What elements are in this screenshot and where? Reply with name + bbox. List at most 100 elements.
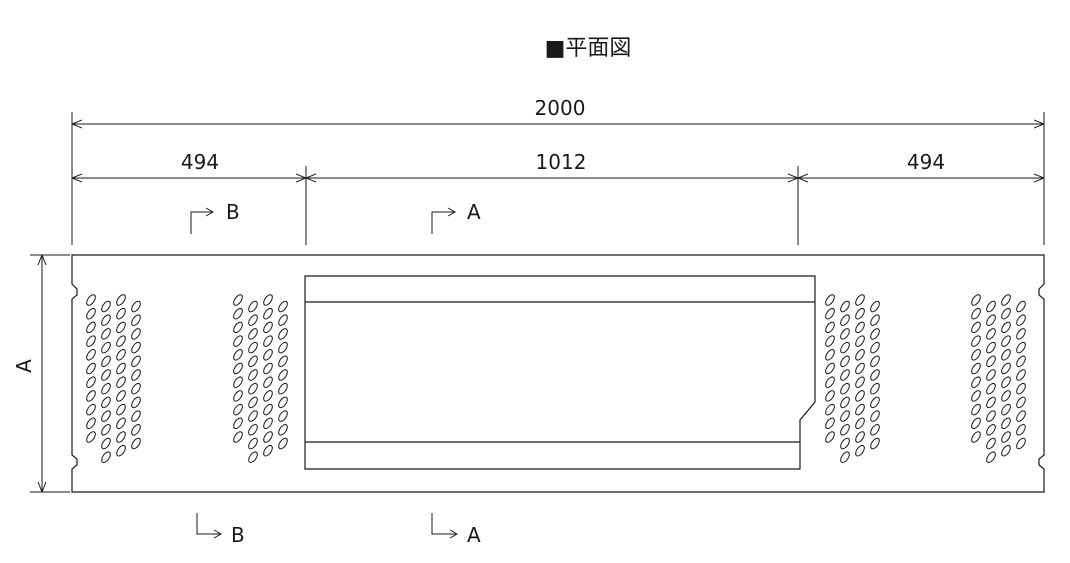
hole (869, 300, 881, 314)
hole (262, 321, 274, 335)
hole (1015, 382, 1027, 396)
hole (247, 382, 259, 396)
hole (970, 403, 982, 417)
hole (262, 417, 274, 431)
hole (262, 334, 274, 348)
hole (85, 307, 97, 321)
hole (130, 300, 142, 314)
hole (115, 362, 127, 376)
hole (232, 375, 244, 389)
hole (262, 375, 274, 389)
hole (232, 321, 244, 335)
hole (1015, 396, 1027, 410)
section-mark-b-top (191, 208, 213, 234)
hole (869, 355, 881, 369)
hole (262, 430, 274, 444)
hole (100, 409, 112, 423)
section-label-b-top: B (226, 200, 240, 224)
hole (970, 334, 982, 348)
hole (854, 430, 866, 444)
hole (1015, 327, 1027, 341)
hole (100, 368, 112, 382)
hole (824, 430, 836, 444)
hole (85, 362, 97, 376)
hole (854, 334, 866, 348)
hole (824, 348, 836, 362)
hole (85, 348, 97, 362)
hole (247, 396, 259, 410)
hole (985, 327, 997, 341)
hole (277, 396, 289, 410)
hole (130, 423, 142, 437)
section-label-a-top: A (467, 200, 481, 224)
hole (1015, 355, 1027, 369)
hole (1015, 300, 1027, 314)
hole (869, 341, 881, 355)
hole (277, 355, 289, 369)
hole (115, 334, 127, 348)
hole (85, 430, 97, 444)
hole (277, 423, 289, 437)
hole (277, 409, 289, 423)
hole (85, 417, 97, 431)
hole (1015, 313, 1027, 327)
hole (1000, 321, 1012, 335)
section-label-a-bottom: A (467, 523, 481, 547)
hole (130, 409, 142, 423)
hole (970, 307, 982, 321)
hole (100, 300, 112, 314)
overall-dimension-label: 2000 (535, 96, 586, 120)
height-dimension-label: A (12, 359, 36, 373)
hole (262, 293, 274, 307)
hole (247, 341, 259, 355)
hole (970, 375, 982, 389)
hole (869, 409, 881, 423)
hole (1000, 389, 1012, 403)
hole (854, 321, 866, 335)
hole (262, 362, 274, 376)
hole (824, 334, 836, 348)
hole (970, 293, 982, 307)
hole (232, 389, 244, 403)
hole (985, 341, 997, 355)
hole (970, 389, 982, 403)
hole (262, 389, 274, 403)
hole (130, 396, 142, 410)
hole (115, 321, 127, 335)
section-label-b-bottom: B (231, 523, 245, 547)
section-mark-a-bottom (432, 513, 457, 538)
hole (970, 430, 982, 444)
hole (130, 437, 142, 451)
hole (247, 423, 259, 437)
hole (985, 409, 997, 423)
hole-pattern-left-outer (85, 293, 142, 464)
hole (130, 382, 142, 396)
hole (869, 437, 881, 451)
hole (869, 396, 881, 410)
hole (232, 334, 244, 348)
hole (100, 396, 112, 410)
hole (85, 293, 97, 307)
hole (85, 389, 97, 403)
hole (262, 348, 274, 362)
hole (262, 307, 274, 321)
hole (854, 348, 866, 362)
hole (100, 423, 112, 437)
hole (1015, 341, 1027, 355)
hole (1015, 409, 1027, 423)
hole (839, 450, 851, 464)
hole (247, 368, 259, 382)
hole (85, 321, 97, 335)
hole (1000, 375, 1012, 389)
hole (985, 300, 997, 314)
hole (839, 396, 851, 410)
hole (854, 362, 866, 376)
hole (970, 417, 982, 431)
hole-pattern-right-outer (970, 293, 1027, 464)
hole (985, 396, 997, 410)
hole (869, 313, 881, 327)
hole (1000, 362, 1012, 376)
hole (85, 375, 97, 389)
hole (115, 389, 127, 403)
section-mark-b-bottom (197, 513, 221, 538)
